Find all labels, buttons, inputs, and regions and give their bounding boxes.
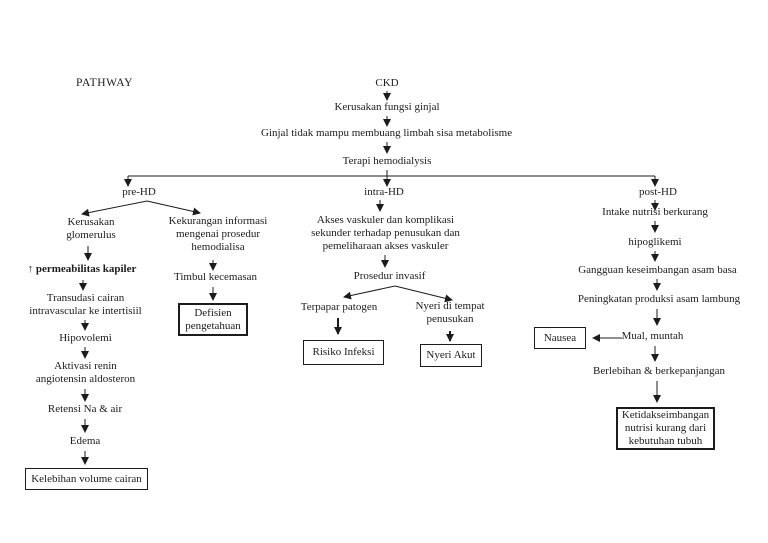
node-aktivasi-renin: Aktivasi renin angiotensin aldosteron [35, 360, 136, 385]
diagnosis-box-nausea: Nausea [534, 327, 586, 349]
diagnosis-label: Ketidakseimbangan nutrisi kurang dari ke… [621, 409, 710, 447]
diagnosis-label: Nyeri Akut [426, 349, 476, 361]
node-hipoglikemi: hipoglikemi [628, 236, 682, 248]
diagnosis-box-risiko-infeksi: Risiko Infeksi [303, 340, 384, 365]
node-terapi-hemodialysis: Terapi hemodialysis [342, 155, 432, 167]
node-kerusakan-glomerulus: Kerusakan glomerulus [66, 216, 116, 241]
node-transudasi-cairan: Transudasi cairan intravascular ke inter… [29, 292, 142, 317]
node-ginjal-tidak-mampu: Ginjal tidak mampu membuang limbah sisa … [261, 127, 513, 139]
diagnosis-box-ketidakseimbangan-nutrisi: Ketidakseimbangan nutrisi kurang dari ke… [616, 407, 715, 450]
node-permeabilitas-kapiler: ↑ permeabilitas kapiler [27, 263, 137, 275]
node-hipovolemi: Hipovolemi [59, 332, 112, 344]
node-kekurangan-informasi: Kekurangan informasi mengenai prosedur h… [168, 215, 268, 253]
node-berlebihan-berkepanjangan: Berlebihan & berkepanjangan [593, 365, 725, 377]
intra-hd-arrows [334, 200, 454, 342]
node-retensi-na-air: Retensi Na & air [47, 403, 123, 415]
node-nyeri-di-tempat-penusukan: Nyeri di tempat penusukan [415, 300, 485, 325]
node-timbul-kecemasan: Timbul kecemasan [174, 271, 257, 283]
node-gangguan-keseimbangan: Gangguan keseimbangan asam basa [578, 264, 737, 276]
node-kerusakan-fungsi-ginjal: Kerusakan fungsi ginjal [334, 101, 440, 113]
branch-pre-hd: pre-HD [122, 186, 156, 198]
diagnosis-box-kelebihan-volume-cairan: Kelebihan volume cairan [25, 468, 148, 490]
diagnosis-label: Risiko Infeksi [312, 346, 375, 358]
node-akses-vaskuler: Akses vaskuler dan komplikasi sekunder t… [311, 214, 460, 252]
diagnosis-box-nyeri-akut: Nyeri Akut [420, 344, 482, 367]
branch-post-hd: post-HD [639, 186, 677, 198]
diagnosis-label: Kelebihan volume cairan [31, 472, 142, 485]
page-title: PATHWAY [76, 77, 134, 89]
node-terpapar-patogen: Terpapar patogen [300, 301, 378, 313]
root-chain-arrows [124, 91, 659, 187]
node-intake-nutrisi-berkurang: Intake nutrisi berkurang [602, 206, 708, 218]
branch-intra-hd: intra-HD [364, 186, 404, 198]
node-edema: Edema [69, 435, 101, 447]
node-peningkatan-produksi: Peningkatan produksi asam lambung [577, 293, 741, 305]
diagnosis-label: Nausea [543, 331, 577, 344]
node-ckd: CKD [375, 77, 399, 89]
pre-hd-arrows [79, 200, 217, 465]
node-mual-muntah: Mual, muntah [621, 330, 684, 342]
diagnosis-box-defisien-pengetahuan: Defisien pengetahuan [178, 303, 248, 336]
node-prosedur-invasif: Prosedur invasif [353, 270, 426, 282]
post-hd-arrows [592, 200, 661, 403]
diagnosis-label: Defisien pengetahuan [185, 306, 241, 332]
